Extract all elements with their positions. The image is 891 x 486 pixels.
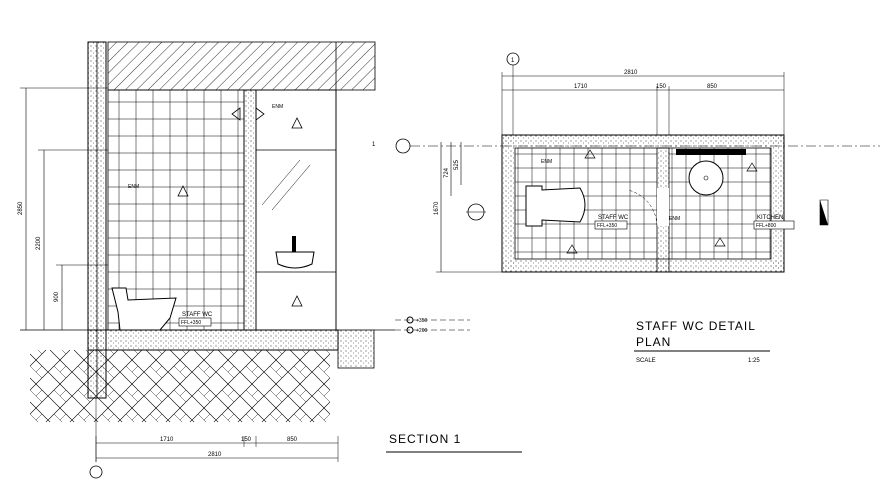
section-cut-number: 1 (372, 142, 376, 148)
finish-marker-icon (584, 149, 596, 159)
finish-marker-icon (291, 295, 303, 307)
plan-view: STAFF WC FFL+350 KITCHEN FFL+800 ENM ENM… (372, 52, 880, 364)
plan-title-line1: STAFF WC DETAIL (636, 319, 756, 333)
section-room-label: STAFF WC (182, 312, 213, 318)
plan-scale-label: SCALE (636, 358, 656, 364)
plan-grid-ref: 1 (511, 58, 515, 64)
plan-dim-a: 1710 (574, 84, 588, 90)
plan-tag: ENM (541, 159, 552, 165)
finish-marker-icon (566, 244, 578, 254)
plan-ffl-label: FFL+350 (597, 223, 617, 229)
plan-toilet (525, 185, 586, 227)
plan-kitchen-ffl: FFL+800 (756, 223, 776, 229)
plan-dim-b: 150 (656, 84, 667, 90)
dim-section-c: 850 (287, 437, 298, 443)
level-marker-icon (406, 326, 414, 334)
finish-marker-icon (231, 107, 241, 121)
wash-basin (275, 251, 315, 269)
finish-marker-icon (291, 117, 303, 129)
section-ffl-label: FFL+350 (181, 320, 201, 326)
plan-room-label: STAFF WC (598, 215, 629, 221)
floor-slab (87, 329, 339, 351)
toilet (111, 287, 177, 331)
finish-marker-icon (714, 237, 726, 247)
grid-bubble-icon (89, 465, 103, 479)
section-title: SECTION 1 (389, 432, 461, 446)
section-tag: ENM (272, 104, 283, 110)
finish-marker-icon (255, 107, 265, 121)
plan-dim-v-total: 1670 (434, 201, 440, 215)
plan-kitchen-label: KITCHEN (757, 215, 783, 221)
partition-wall (243, 89, 257, 331)
plan-scale-value: 1:25 (748, 358, 760, 364)
plan-title-line2: PLAN (636, 335, 671, 349)
wc-tile-wall (107, 89, 245, 331)
level-1-text: +350 (416, 318, 427, 324)
ceiling-slab (107, 41, 376, 91)
section-view: +350 +200 STAFF WC FFL+350 ENM ENM 2850 … (18, 41, 522, 479)
plan-dim-v-a: 724 (444, 167, 450, 178)
kitchen-wall (255, 89, 337, 331)
dim-section-total: 2810 (208, 452, 222, 458)
dim-section-a: 1710 (160, 437, 174, 443)
plan-dim-total: 2810 (624, 70, 638, 76)
plan-dim-c: 850 (707, 84, 718, 90)
finish-marker-icon (177, 185, 189, 197)
plan-basin (688, 160, 724, 196)
dim-height-2200: 2200 (36, 236, 42, 250)
level-marker-icon (406, 316, 414, 324)
dim-height-900: 900 (54, 291, 60, 302)
plan-dim-v-b: 525 (454, 159, 460, 170)
dim-overall-height: 2850 (18, 201, 24, 215)
section-cut-icon (395, 138, 411, 154)
ground-fill (30, 350, 330, 422)
kitchen-floor-tiles (669, 148, 771, 259)
level-2-text: +200 (416, 328, 427, 334)
plan-tag: ENM (669, 216, 680, 222)
finish-marker-icon (746, 162, 758, 172)
dim-section-b: 150 (241, 437, 252, 443)
section-tag: ENM (128, 184, 139, 190)
